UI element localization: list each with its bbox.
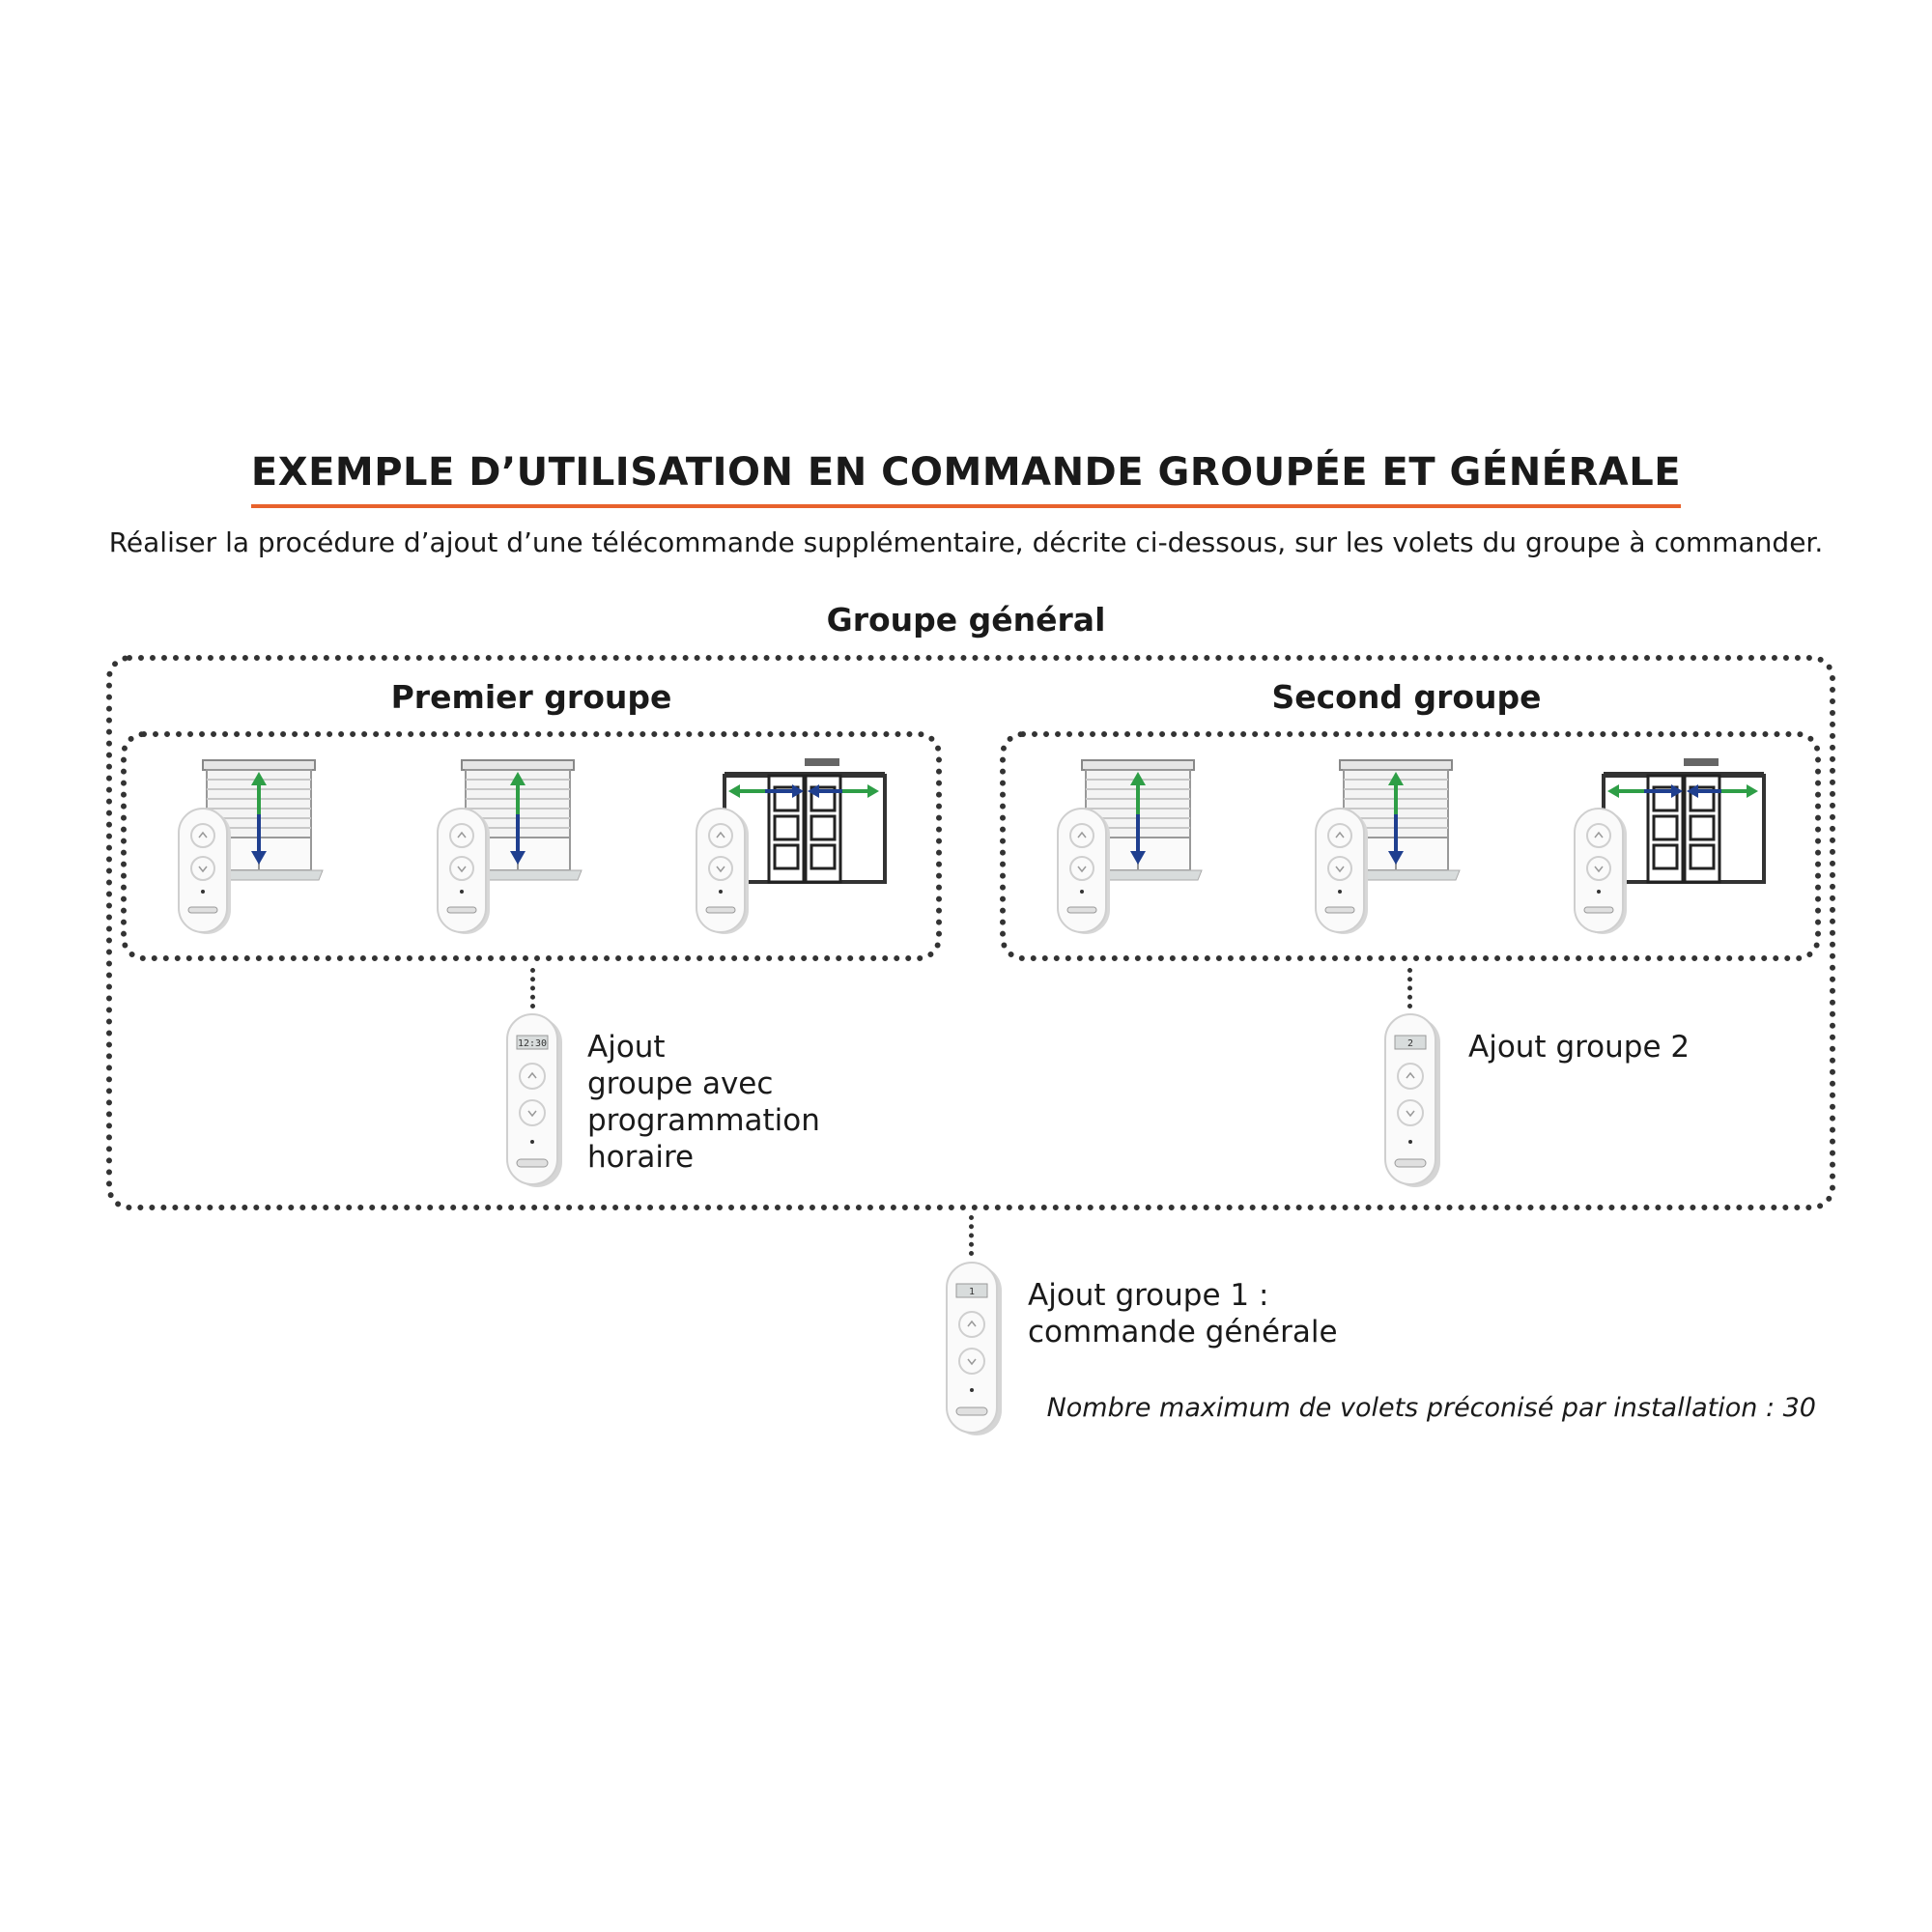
page-subtitle: Réaliser la procédure d’ajout d’une télé… xyxy=(108,526,1824,558)
second-group-box xyxy=(1000,731,1821,961)
general-remote-label-line: Ajout groupe 1 : xyxy=(1028,1278,1269,1313)
connector-general-group xyxy=(969,1215,974,1256)
group-2-remote-label: Ajout groupe 2 xyxy=(1468,1030,1690,1065)
sliding-door-icon xyxy=(1602,758,1766,884)
connector-second-group xyxy=(1407,968,1412,1009)
timer-remote-icon: 12:30 xyxy=(506,1013,562,1187)
timer-remote-screen: 12:30 xyxy=(518,1038,547,1049)
page-title: EXEMPLE D’UTILISATION EN COMMANDE GROUPÉ… xyxy=(0,450,1932,508)
first-group-title: Premier groupe xyxy=(390,678,672,716)
max-shutters-note: Nombre maximum de volets préconisé par i… xyxy=(1046,1393,1816,1423)
timer-remote-label-line: horaire xyxy=(587,1140,695,1175)
remote-icon xyxy=(1057,808,1110,934)
general-remote-screen: 1 xyxy=(969,1287,975,1297)
group-2-remote-screen: 2 xyxy=(1407,1038,1413,1049)
connector-first-group xyxy=(530,968,535,1009)
remote-icon xyxy=(1315,808,1368,934)
remote-icon xyxy=(178,808,231,934)
group-2-remote-icon: 2 xyxy=(1384,1013,1440,1187)
general-group-box xyxy=(106,655,1835,1210)
general-group-title: Groupe général xyxy=(826,601,1106,639)
general-remote-icon: 1 xyxy=(946,1262,1002,1435)
remote-icon xyxy=(1574,808,1627,934)
sliding-door-icon xyxy=(723,758,887,884)
timer-remote-label-line: programmation xyxy=(587,1103,820,1138)
first-group-box xyxy=(121,731,942,961)
general-remote-label-line: commande générale xyxy=(1028,1315,1338,1350)
timer-remote-label: Ajout groupe avec programmation horaire xyxy=(587,1029,820,1176)
remote-icon xyxy=(696,808,749,934)
second-group-title: Second groupe xyxy=(1271,678,1542,716)
general-remote-label: Ajout groupe 1 : commande générale xyxy=(1028,1277,1338,1350)
remote-icon xyxy=(437,808,490,934)
timer-remote-label-line: Ajout xyxy=(587,1030,666,1065)
timer-remote-label-line: groupe avec xyxy=(587,1066,774,1101)
page-title-text: EXEMPLE D’UTILISATION EN COMMANDE GROUPÉ… xyxy=(250,450,1682,508)
